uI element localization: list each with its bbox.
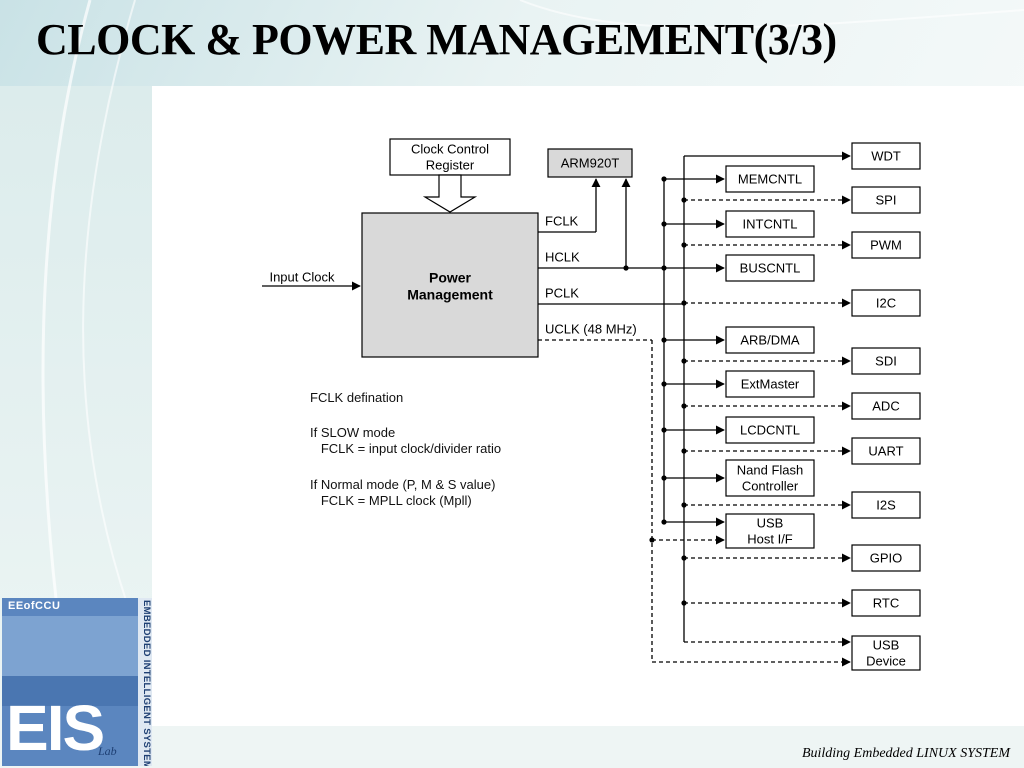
adc-box-label: ADC <box>872 399 899 414</box>
junction-dot <box>681 448 687 454</box>
logo-vertical-text: EMBEDDED INTELLIGENT SYSTEMS <box>141 600 152 766</box>
spi-box-label: SPI <box>876 193 897 208</box>
junction-dot <box>661 337 667 343</box>
wdt-box <box>851 142 921 170</box>
i2c-box <box>851 289 921 317</box>
arb-dma-box-label: ARB/DMA <box>740 333 800 348</box>
usb-host-if-box <box>725 513 815 549</box>
note-normal-mode: If Normal mode (P, M & S value) FCLK = M… <box>310 477 496 508</box>
gpio-box <box>851 544 921 572</box>
pclk-label: PCLK <box>545 286 579 301</box>
arb-dma-box <box>725 326 815 354</box>
junction-dot <box>661 381 667 387</box>
i2s-box <box>851 491 921 519</box>
uclk-label: UCLK (48 MHz) <box>545 322 637 337</box>
clock-control-register-box <box>389 138 511 176</box>
junction-dot <box>681 555 687 561</box>
i2c-box-label: I2C <box>876 296 896 311</box>
spi-box <box>851 186 921 214</box>
gpio-box-label: GPIO <box>870 551 903 566</box>
nand-flash-controller-box <box>725 459 815 497</box>
register-arrow <box>422 174 478 213</box>
uart-box-label: UART <box>868 444 903 459</box>
junction-dot <box>681 300 687 306</box>
fclk-label: FCLK <box>545 214 579 229</box>
adc-box <box>851 392 921 420</box>
junction-dot <box>661 475 667 481</box>
slide-footer: Building Embedded LINUX SYSTEM <box>801 746 1010 761</box>
junction-dot <box>681 600 687 606</box>
pwm-box <box>851 231 921 259</box>
lcdcntl-box <box>725 416 815 444</box>
junction-dot <box>661 519 667 525</box>
rtc-box-label: RTC <box>873 596 899 611</box>
note-slow-mode: If SLOW mode FCLK = input clock/divider … <box>310 425 502 456</box>
junction-dot <box>681 197 687 203</box>
junction-dot <box>681 403 687 409</box>
power-management-box <box>361 212 539 358</box>
junction-dot <box>681 502 687 508</box>
extmaster-box-label: ExtMaster <box>741 377 800 392</box>
buscntl-box-label: BUSCNTL <box>740 261 801 276</box>
junction-dot <box>661 176 667 182</box>
sdi-box <box>851 347 921 375</box>
logo-graphic <box>2 598 152 766</box>
junction-dot <box>649 537 655 543</box>
pwm-box-label: PWM <box>870 238 902 253</box>
junction-dot <box>623 265 629 271</box>
junction-dot <box>661 265 667 271</box>
rtc-box <box>851 589 921 617</box>
junction-dot <box>681 358 687 364</box>
note-fclk-definition: FCLK defination <box>310 390 404 405</box>
i2s-box-label: I2S <box>876 498 896 513</box>
eis-lab-logo: EEofCCU EIS Lab EMBEDDED INTELLIGENT SYS… <box>2 598 152 766</box>
extmaster-box <box>725 370 815 398</box>
logo-top-text: EEofCCU <box>8 600 61 612</box>
lcdcntl-box-label: LCDCNTL <box>740 423 800 438</box>
intcntl-box <box>725 210 815 238</box>
junction-dot <box>681 242 687 248</box>
input-clock-label: Input Clock <box>269 270 335 285</box>
arm920t-box <box>547 148 633 178</box>
uart-box <box>851 437 921 465</box>
arm920t-box-label: ARM920T <box>561 156 620 171</box>
junction-dot <box>661 221 667 227</box>
wdt-box-label: WDT <box>871 149 901 164</box>
sdi-box-label: SDI <box>875 354 897 369</box>
hclk-label: HCLK <box>545 250 580 265</box>
memcntl-box <box>725 165 815 193</box>
slide-title: CLOCK & POWER MANAGEMENT(3/3) <box>36 15 837 64</box>
buscntl-box <box>725 254 815 282</box>
logo-lab-text: Lab <box>98 744 117 758</box>
junction-dot <box>661 427 667 433</box>
logo-big-text: EIS <box>6 692 105 764</box>
usb-device-box <box>851 635 921 671</box>
intcntl-box-label: INTCNTL <box>743 217 798 232</box>
memcntl-box-label: MEMCNTL <box>738 172 802 187</box>
